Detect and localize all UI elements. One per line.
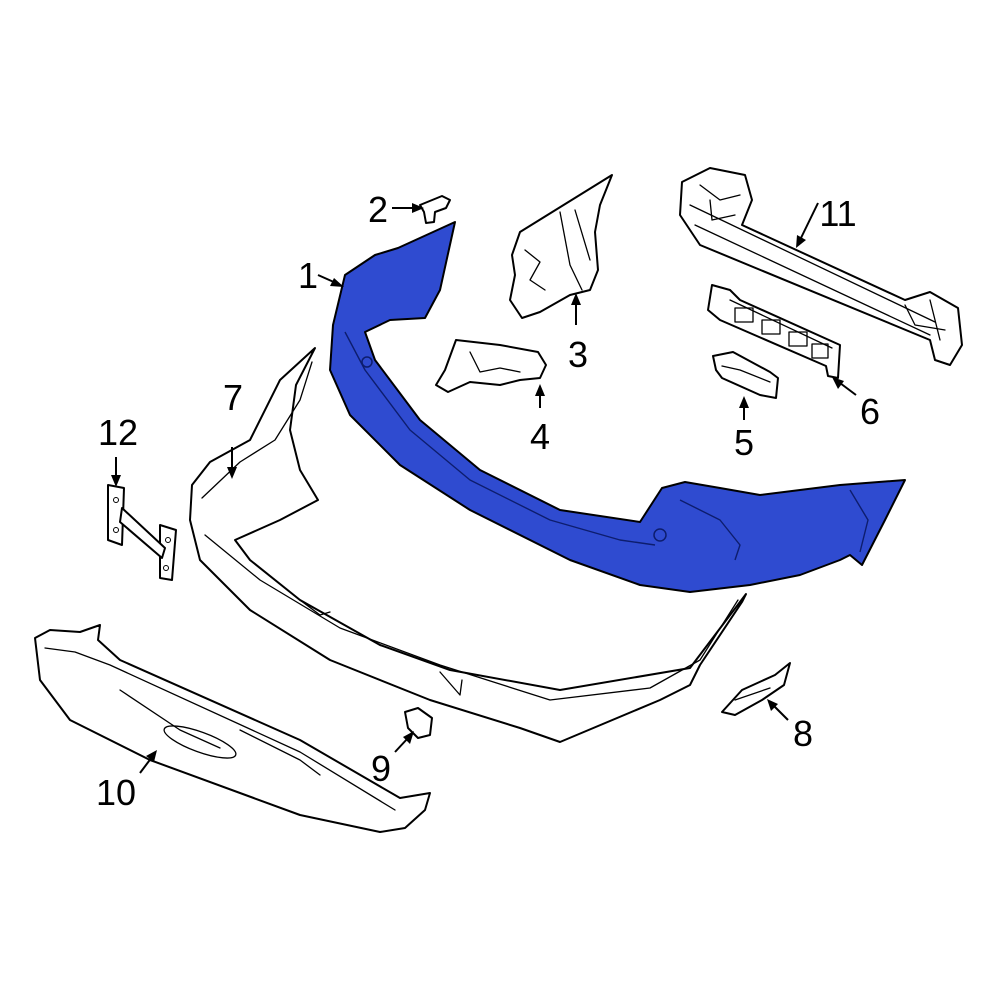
part-4-bracket[interactable] bbox=[435, 339, 547, 393]
part-9-cap[interactable] bbox=[404, 707, 433, 739]
callout-1: 1 bbox=[298, 255, 318, 296]
part-12-bracket[interactable] bbox=[107, 484, 177, 581]
callout-5: 5 bbox=[734, 422, 754, 463]
callout-6: 6 bbox=[860, 391, 880, 432]
callout-4: 4 bbox=[530, 416, 550, 457]
callout-10: 10 bbox=[96, 772, 136, 813]
part-11-reinforcement-beam[interactable] bbox=[679, 167, 963, 366]
leader-lines bbox=[111, 202, 857, 774]
part-3-side-bracket[interactable] bbox=[509, 174, 613, 319]
callout-2: 2 bbox=[368, 189, 388, 230]
part-7-lower-fascia[interactable] bbox=[189, 347, 747, 743]
part-5-bracket[interactable] bbox=[712, 351, 779, 399]
callout-12: 12 bbox=[98, 412, 138, 453]
part-8-bracket[interactable] bbox=[721, 662, 791, 716]
callout-9: 9 bbox=[371, 748, 391, 789]
callout-8: 8 bbox=[793, 713, 813, 754]
callout-11: 11 bbox=[819, 193, 856, 234]
part-6-bracket[interactable] bbox=[707, 284, 841, 379]
part-10-skid-plate[interactable] bbox=[34, 624, 431, 833]
part-1-bumper-cover[interactable] bbox=[329, 221, 906, 593]
callout-7: 7 bbox=[223, 377, 243, 418]
callout-labels: 1 2 3 4 5 6 7 8 9 10 11 12 bbox=[96, 189, 880, 813]
callout-3: 3 bbox=[568, 334, 588, 375]
part-2-retainer[interactable] bbox=[419, 195, 451, 224]
